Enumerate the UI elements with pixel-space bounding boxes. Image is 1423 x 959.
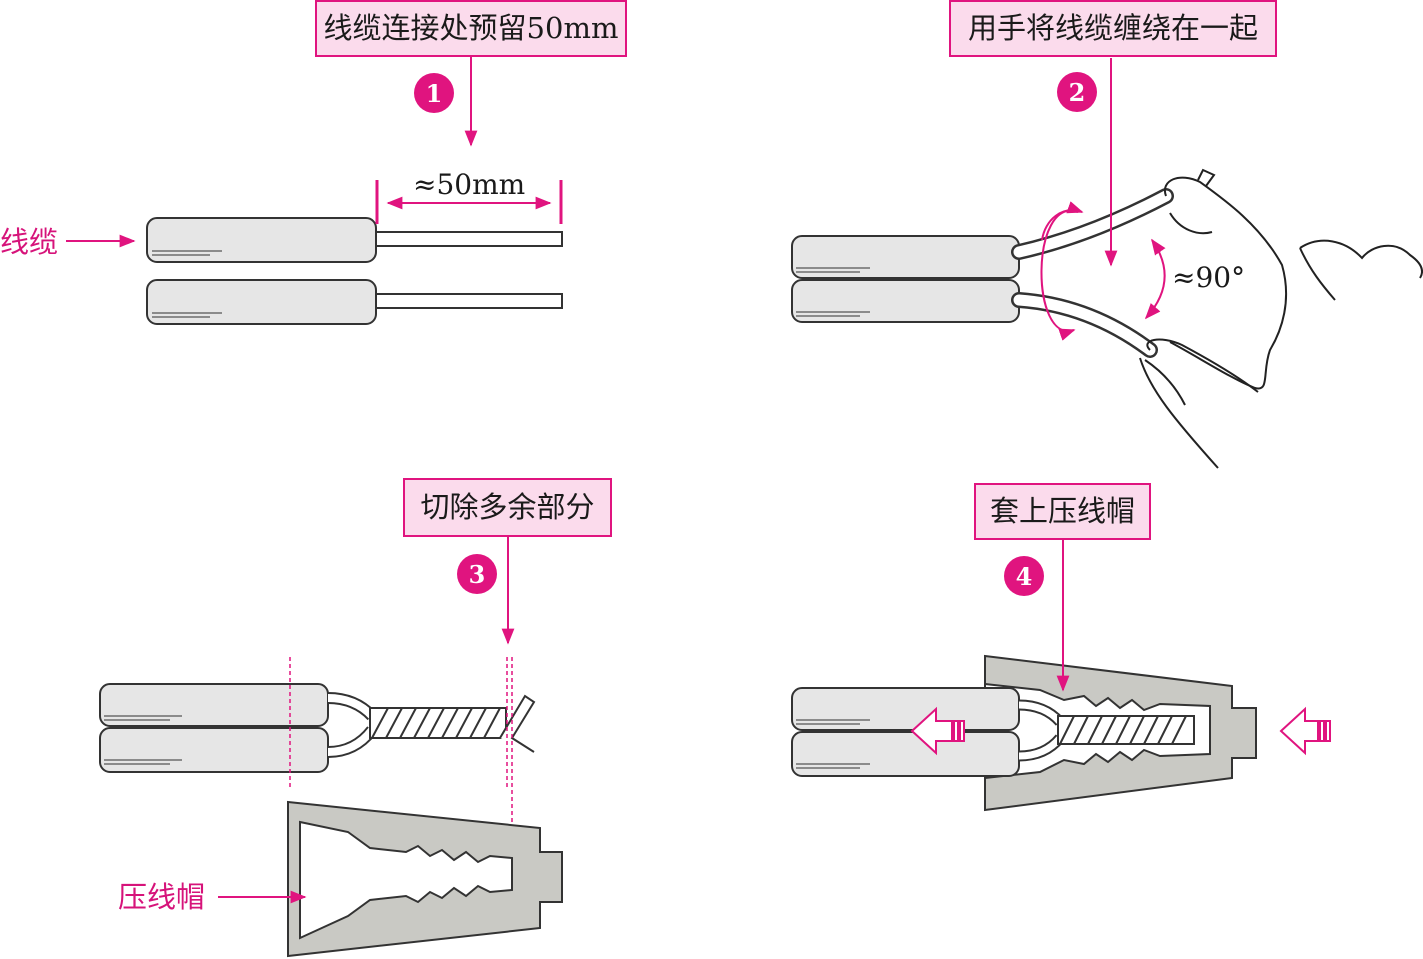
step1-number-badge: 1 [414, 73, 454, 113]
twist-angle-label: ≈90° [1172, 261, 1246, 294]
step3-label: 切除多余部分 [403, 478, 612, 537]
step4-label: 套上压线帽 [974, 483, 1151, 540]
step3-number-badge: 3 [457, 554, 497, 594]
wire-cap [287, 800, 563, 958]
step1-cable-upper [146, 217, 563, 263]
step1-dimension-line [375, 180, 563, 224]
strip-length-label: ≈50mm [413, 168, 526, 201]
step2-label: 用手将线缆缠绕在一起 [949, 0, 1277, 57]
step1-label: 线缆连接处预留50mm [315, 0, 627, 57]
step1-cable-lower [146, 279, 563, 325]
step3-illustration [99, 537, 563, 958]
cable-callout-label: 线缆 [0, 225, 59, 259]
hand-outline [1139, 168, 1423, 469]
push-left-arrow-inner [910, 706, 965, 756]
angle-arc [1144, 238, 1166, 320]
step1-illustration [66, 56, 563, 325]
twist-rotation-arrow [1040, 201, 1084, 341]
wire-cap-callout-label: 压线帽 [118, 880, 206, 914]
step4-illustration [791, 540, 1331, 812]
push-left-arrow-outer [1279, 706, 1331, 756]
step2-illustration [791, 58, 1423, 469]
step2-number-badge: 2 [1057, 72, 1097, 112]
step4-number-badge: 4 [1004, 556, 1044, 596]
